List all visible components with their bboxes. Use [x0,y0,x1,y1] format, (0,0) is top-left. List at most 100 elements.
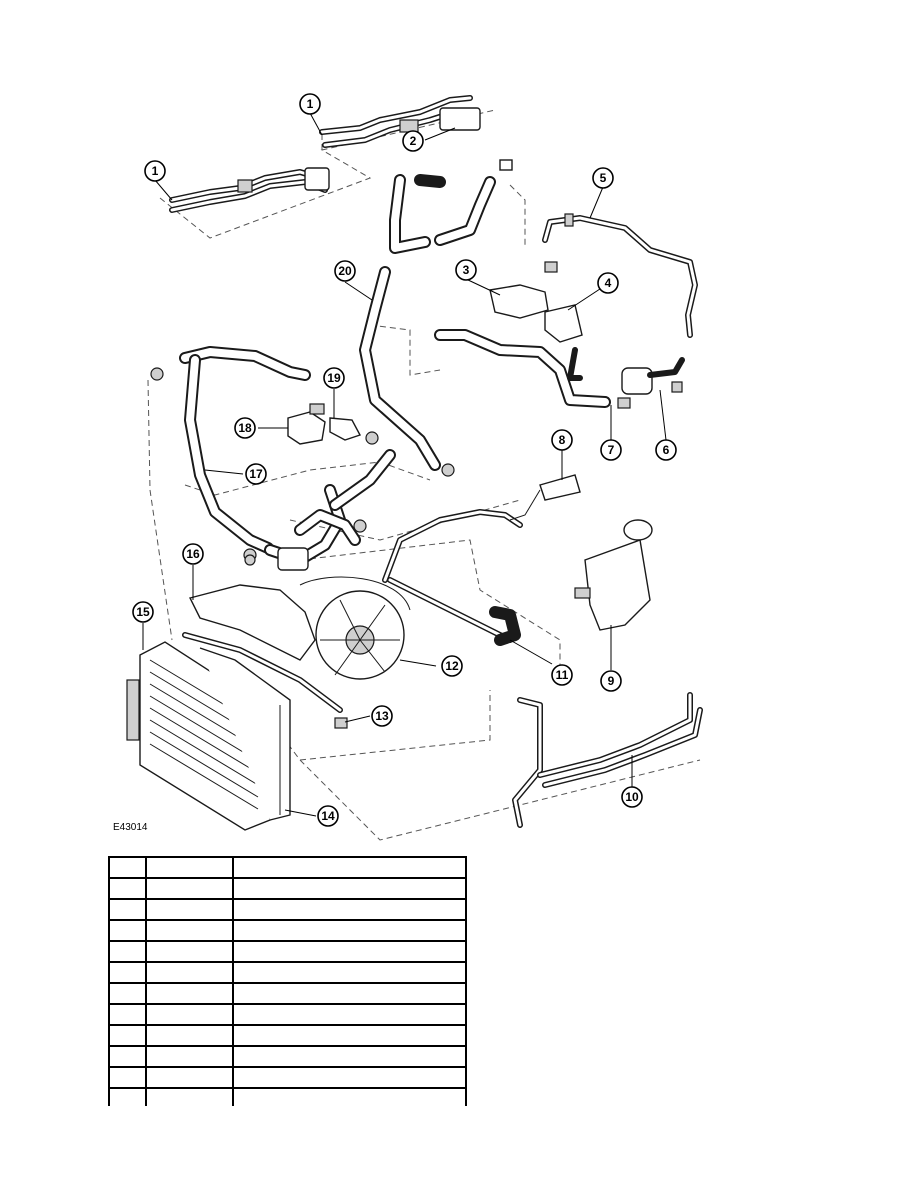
hose-20 [359,266,455,477]
callout-15: 15 [132,601,154,623]
table-cell [108,1045,148,1068]
table-cell [231,1003,467,1026]
svg-text:2: 2 [410,134,417,148]
table-cell [145,1024,234,1047]
parts-table [108,856,467,1106]
table-cell [145,1045,234,1068]
table-cell [108,1003,148,1026]
radiator-top-hose-17 [150,346,311,554]
callout-16: 16 [182,543,204,565]
svg-text:20: 20 [338,264,352,278]
svg-text:11: 11 [556,668,569,682]
svg-text:12: 12 [445,659,459,673]
table-cell [145,856,234,879]
callout-3: 3 [455,259,477,281]
callout-13: 13 [371,705,393,727]
table-cell [108,898,148,921]
table-row [108,1066,467,1089]
callout-12: 12 [441,655,463,677]
table-cell [145,919,234,942]
table-row [108,1003,467,1026]
callout-17: 17 [245,463,267,485]
svg-text:8: 8 [559,433,566,447]
table-cell [231,1087,467,1106]
table-cell [145,961,234,984]
table-cell [108,1024,148,1047]
table-cell [231,877,467,900]
callout-1a: 1 [299,93,321,115]
auxiliary-pump-6 [617,357,685,409]
svg-text:10: 10 [625,790,639,804]
heater-hose-assembly-lower [169,167,330,213]
table-row [108,1087,467,1106]
cooling-system-exploded-diagram: 1 1 2 3 4 5 6 7 8 9 10 11 12 13 14 15 16… [126,93,703,841]
callout-1b: 1 [144,160,166,182]
callout-14: 14 [317,805,339,827]
water-pump-hoses [243,449,396,571]
expansion-tank-9 [574,519,653,631]
housing-18 [287,403,326,445]
thermostat-assembly [434,261,611,408]
table-row [108,877,467,900]
callout-9: 9 [600,670,622,692]
cooling-fan-12 [299,576,411,680]
table-cell [231,1045,467,1068]
svg-text:5: 5 [600,171,607,185]
table-cell [231,919,467,942]
svg-text:1: 1 [307,97,314,111]
table-cell [108,856,148,879]
heater-hoses-10 [512,692,703,828]
svg-text:7: 7 [608,443,615,457]
table-row [108,961,467,984]
table-cell [145,940,234,963]
svg-text:4: 4 [605,276,612,290]
table-row [108,982,467,1005]
table-cell [145,877,234,900]
coolant-pipe-11 [382,509,523,646]
table-cell [231,1066,467,1089]
table-cell [145,1066,234,1089]
callout-7: 7 [600,439,622,461]
condenser-14 [199,647,291,821]
table-row [108,919,467,942]
callout-18: 18 [234,417,256,439]
table-cell [145,1087,234,1106]
coolant-pipe-13 [182,632,348,729]
bypass-hoses [389,159,513,254]
callout-20: 20 [334,260,356,282]
table-row [108,856,467,879]
table-cell [145,1003,234,1026]
callout-19: 19 [323,367,345,389]
table-cell [108,919,148,942]
parts-table-grid [108,856,467,1106]
table-cell [145,982,234,1005]
table-cell [231,940,467,963]
svg-text:18: 18 [238,421,252,435]
svg-text:14: 14 [321,809,335,823]
svg-text:9: 9 [608,674,615,688]
svg-text:13: 13 [375,709,389,723]
callout-5: 5 [592,167,614,189]
table-cell [231,898,467,921]
table-cell [231,1024,467,1047]
svg-text:1: 1 [152,164,159,178]
housing-19 [329,417,379,445]
callout-4: 4 [597,272,619,294]
table-cell [108,877,148,900]
connector-8 [509,474,581,521]
table-cell [145,898,234,921]
table-row [108,898,467,921]
callout-8: 8 [551,429,573,451]
figure-code: E43014 [113,822,148,833]
fan-shroud-16 [188,554,316,661]
table-cell [108,961,148,984]
table-cell [108,1087,148,1106]
callout-10: 10 [621,786,643,808]
table-cell [231,961,467,984]
table-cell [108,1066,148,1089]
svg-text:6: 6 [663,443,670,457]
callout-6: 6 [655,439,677,461]
svg-text:19: 19 [327,371,341,385]
svg-text:15: 15 [136,605,150,619]
hose-5 [542,213,698,338]
